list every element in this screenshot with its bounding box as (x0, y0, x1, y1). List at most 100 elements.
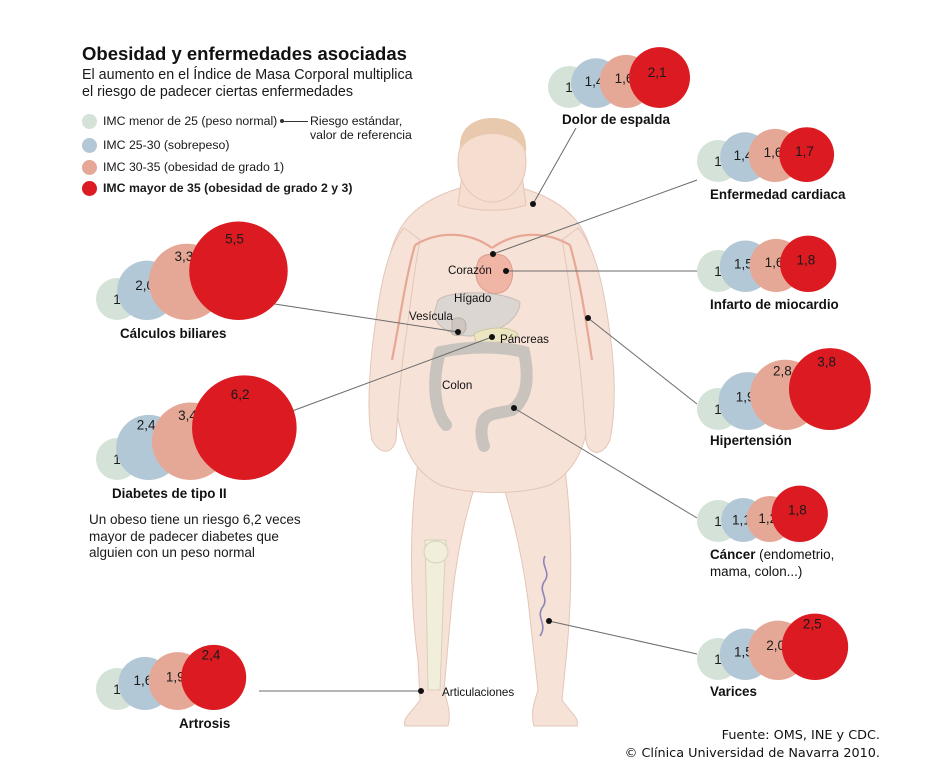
legend-swatch-icon (82, 180, 97, 196)
leg-bone (424, 539, 447, 691)
legend-swatch-icon (82, 113, 97, 129)
bubble-value-label: 2,4 (202, 648, 221, 663)
bubble-value-label: 1,5 (734, 256, 753, 271)
label-cancer-detail-2: mama, colon...) (710, 564, 803, 579)
leader-line (275, 336, 493, 418)
bubble-value-label: 1 (714, 514, 722, 529)
bubble-value-label: 1 (565, 80, 573, 95)
legend-swatch-icon (82, 159, 97, 175)
bubble (780, 235, 837, 292)
organ-marker-dot (418, 688, 424, 694)
leader-lines (259, 127, 698, 694)
organ-marker-dot (489, 334, 495, 340)
hair (459, 118, 527, 152)
organ-label-higado: Hígado (454, 292, 492, 305)
organ-marker-dot (455, 329, 461, 335)
organ-marker-dot (546, 618, 552, 624)
subtitle-line-1: El aumento en el Índice de Masa Corporal… (82, 67, 413, 83)
copyright: © Clínica Universidad de Navarra 2010. (624, 746, 880, 761)
label-varices: Varices (710, 684, 757, 699)
bubble-value-label: 1 (714, 264, 722, 279)
organ-marker-dot (530, 201, 536, 207)
label-hipertension: Hipertensión (710, 433, 792, 448)
bubble (629, 47, 691, 108)
organ-marker-dot (511, 405, 517, 411)
bubble-value-label: 1,6 (764, 145, 783, 160)
bubble-value-label: 1 (113, 452, 121, 467)
bubble-value-label: 1,6 (765, 255, 784, 270)
bubble-value-label: 1,9 (736, 389, 755, 404)
bubble-value-label: 6,2 (231, 387, 250, 402)
leader-line (532, 127, 577, 205)
legend-item-obesity-2-3: IMC mayor de 35 (obesidad de grado 2 y 3… (82, 179, 352, 197)
bubble-value-label: 2,5 (803, 617, 822, 632)
bubble-value-label: 1,4 (734, 148, 753, 163)
bubble-group-1: 1 1,4 1,6 1,7 (697, 127, 835, 183)
legend-label: IMC 30-35 (obesidad de grado 1) (103, 160, 285, 174)
bubble-value-label: 1,1 (732, 512, 751, 527)
bubble-value-label: 1,4 (585, 74, 604, 89)
bubble-value-label: 2,0 (766, 638, 785, 653)
bubble-value-label: 1,7 (795, 144, 814, 159)
page-title: Obesidad y enfermedades asociadas (82, 43, 407, 64)
subtitle-line-2: el riesgo de padecer ciertas enfermedade… (82, 84, 354, 100)
legend-label: IMC 25-30 (sobrepeso) (103, 138, 230, 152)
diabetes-note: Un obeso tiene un riesgo 6,2 veces mayor… (89, 512, 329, 562)
leader-line (513, 407, 698, 519)
label-cancer: Cáncer (endometrio, mama, colon...) (710, 546, 834, 580)
leader-line (492, 179, 698, 255)
legend-label: IMC menor de 25 (peso normal) (103, 114, 278, 128)
bubble-value-label: 5,5 (225, 232, 244, 247)
legend-item-obesity-1: IMC 30-35 (obesidad de grado 1) (82, 158, 284, 176)
bubble-value-label: 1 (714, 652, 722, 667)
arteries (390, 233, 594, 361)
label-cancer-name: Cáncer (710, 547, 756, 562)
page-subtitle: El aumento en el Índice de Masa Corporal… (82, 67, 442, 101)
legend-item-normal: IMC menor de 25 (peso normal) (82, 112, 277, 130)
note-line-1: Un obeso tiene un riesgo 6,2 veces (89, 512, 301, 527)
bubble (192, 375, 297, 480)
source-credit: Fuente: OMS, INE y CDC. (721, 728, 880, 743)
bubble-group-5: 1 1,5 2,0 2,5 (697, 613, 849, 680)
organ-marker-dot (585, 315, 591, 321)
organ-marker-dot (503, 268, 509, 274)
legend-reference-note: Riesgo estándar, valor de referencia (310, 114, 412, 142)
bubble (771, 485, 828, 542)
note-line-3: alguien con un peso normal (89, 545, 255, 560)
bubble-value-label: 3,3 (175, 249, 194, 264)
legend-item-overweight: IMC 25-30 (sobrepeso) (82, 136, 229, 154)
organ-label-colon: Colon (442, 379, 473, 392)
bubble-value-label: 3,4 (178, 408, 197, 423)
bubble-value-label: 1 (714, 154, 722, 169)
bubble-value-label: 1 (113, 682, 121, 697)
bubble-value-label: 1,5 (734, 644, 753, 659)
label-artrosis: Artrosis (179, 716, 231, 731)
bubble (779, 127, 835, 182)
organ-label-vesicula: Vesícula (409, 310, 453, 323)
leader-line (267, 302, 459, 333)
arrow-left-icon (280, 119, 308, 123)
bubble-value-label: 1,6 (615, 71, 634, 86)
leader-line (587, 317, 698, 405)
label-dolor-espalda: Dolor de espalda (562, 112, 670, 127)
bubble-group-7: 12,43,46,2 (96, 375, 297, 481)
organ-label-articulaciones: Articulaciones (442, 686, 515, 699)
bubble-value-label: 1,8 (797, 253, 816, 268)
bubble (189, 221, 288, 320)
label-infarto-miocardio: Infarto de miocardio (710, 297, 839, 312)
bubble-value-label: 1 (113, 292, 121, 307)
bubble-group-2: 1 1,5 1,6 1,8 (697, 235, 837, 292)
label-enfermedad-cardiaca: Enfermedad cardiaca (710, 187, 846, 202)
note-line-2: mayor de padecer diabetes que (89, 528, 279, 544)
leader-line (548, 620, 698, 655)
bubble-group-6: 12,03,35,5 (96, 221, 288, 320)
bubble-value-label: 1,9 (166, 669, 185, 684)
bubble-value-label: 3,8 (817, 355, 836, 370)
organ-label-pancreas: Páncreas (500, 333, 549, 346)
bubble-value-label: 1,8 (788, 503, 807, 518)
